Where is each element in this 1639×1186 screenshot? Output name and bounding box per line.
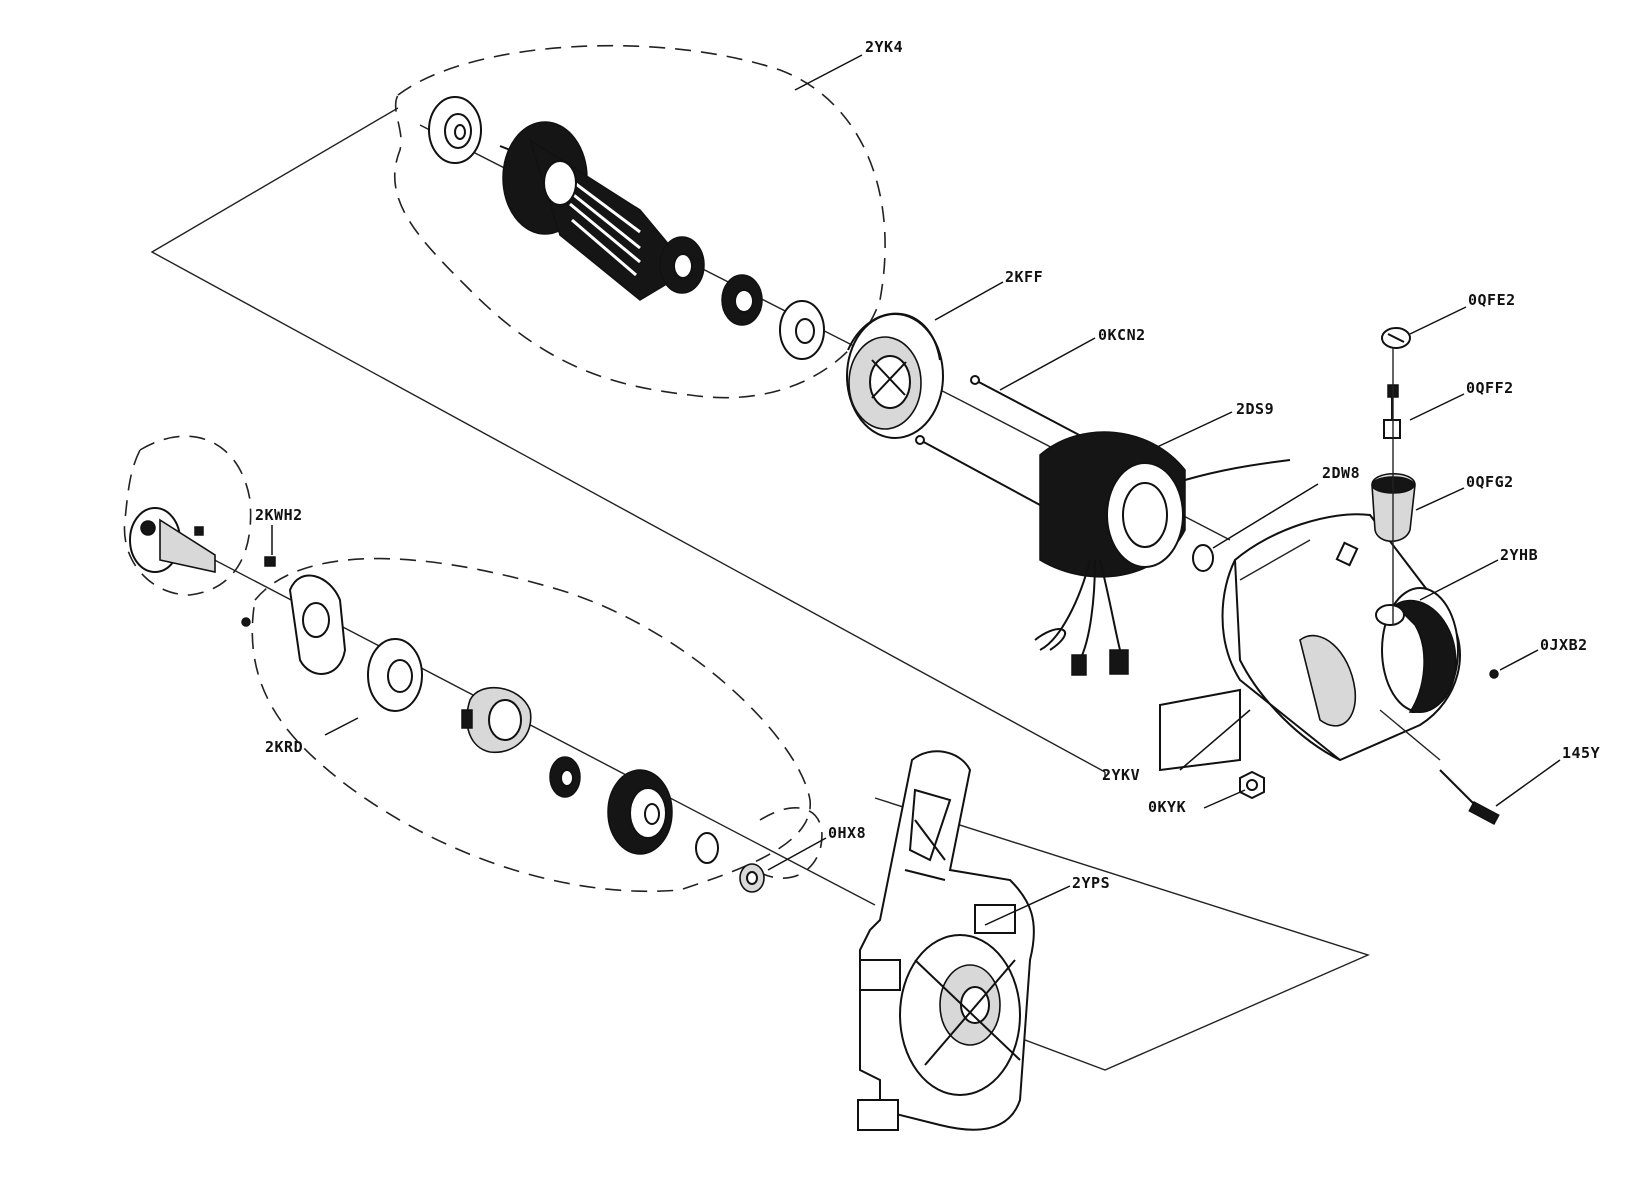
bushing [739, 863, 765, 893]
label-long-screws: 0KCN2 [1098, 326, 1146, 344]
front-bearing [428, 96, 482, 164]
spindle-key [264, 556, 276, 567]
spacer-ring [779, 300, 825, 360]
assembly-outline [150, 107, 1370, 1071]
retaining-ring [695, 832, 719, 864]
label-spindle-assembly: 2KWH2 [255, 506, 303, 524]
label-end-screw: 145Y [1562, 744, 1600, 762]
label-cap: 0QFE2 [1468, 291, 1516, 309]
label-motor-housing: 2YHB [1500, 546, 1538, 564]
brush-spring [1383, 384, 1401, 439]
field-coil [1034, 431, 1291, 676]
label-nameplate: 2YKV [1102, 766, 1140, 784]
motor-housing [1221, 513, 1461, 762]
label-brush-spring: 0QFF2 [1466, 379, 1514, 397]
part-labels: 2YK4 2KFF 0KCN2 2DS9 2DW8 0QFE2 0QFF2 0Q… [255, 38, 1600, 892]
label-armature: 2YK4 [865, 38, 903, 56]
gear-housing [857, 750, 1035, 1131]
large-gear [607, 769, 673, 855]
label-housing-screw: 0JXB2 [1540, 636, 1588, 654]
label-brush-holder: 0QFG2 [1466, 473, 1514, 491]
gear-bearing [367, 638, 423, 712]
label-gear-housing: 2YPS [1072, 874, 1110, 892]
end-screw [1439, 769, 1500, 826]
label-bearing-ring: 2KFF [1005, 268, 1043, 286]
brush-cap [1381, 327, 1411, 349]
gear-small-bearing [549, 756, 581, 798]
armature-rotor [499, 121, 705, 301]
washer [1192, 544, 1214, 572]
label-field-coil: 2DS9 [1236, 400, 1274, 418]
small-bearing [721, 274, 763, 326]
label-washer: 2DW8 [1322, 464, 1360, 482]
label-nut: 0KYK [1148, 798, 1186, 816]
spindle-shaft [129, 507, 216, 573]
nut [1239, 770, 1265, 800]
gear-group-envelope [123, 435, 823, 893]
nameplate [1159, 688, 1241, 772]
leader-lines [271, 54, 1561, 926]
housing-screw [1489, 669, 1499, 679]
label-bushing: 0HX8 [828, 824, 866, 842]
clutch-gear [461, 686, 532, 753]
bearing-housing-ring [846, 312, 944, 439]
gasket-plate [241, 574, 347, 675]
label-gear-assembly: 2KRD [265, 738, 303, 756]
